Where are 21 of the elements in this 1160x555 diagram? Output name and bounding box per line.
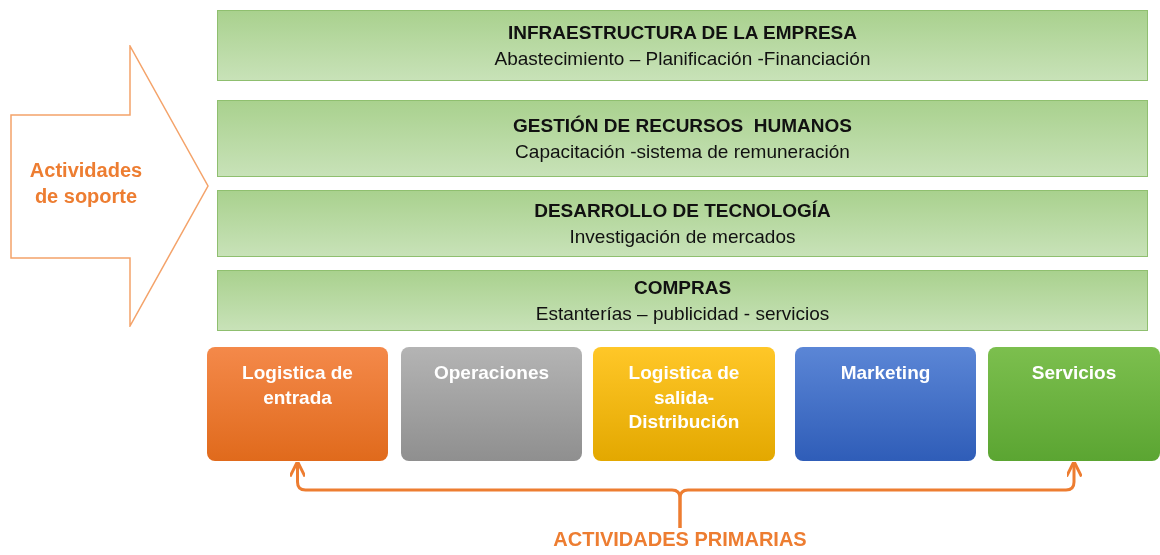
support-activity-band — [217, 100, 1148, 177]
arrow-label: Actividades de soporte — [28, 158, 144, 209]
band-description: Estanterías – publicidad - servicios — [535, 302, 830, 325]
band-heading: INFRAESTRUCTURA DE LA EMPRESA — [507, 21, 857, 44]
primary-activity-box: Servicios — [988, 347, 1160, 461]
band-heading: COMPRAS — [633, 276, 732, 299]
primary-activity-box: Marketing — [795, 347, 976, 461]
support-activity-band — [217, 270, 1148, 331]
primary-activity-box: Logistica de salida-Distribución — [593, 347, 775, 461]
bracket-arrow — [678, 460, 1083, 528]
primary-activity-box: Logistica de entrada — [207, 347, 388, 461]
support-activity-band — [217, 190, 1148, 257]
support-activity-band — [217, 10, 1148, 81]
band-heading: GESTIÓN DE RECURSOS HUMANOS — [513, 114, 852, 137]
band-description: Abastecimiento – Planificación -Financiación — [494, 47, 871, 70]
band-description: Capacitación -sistema de remuneración — [515, 140, 850, 163]
primary-activity-box: Operaciones — [401, 347, 582, 461]
primary-activities-label: ACTIVIDADES PRIMARIAS — [540, 528, 820, 554]
band-description: Investigación de mercados — [569, 225, 796, 248]
support-activities-arrow — [10, 45, 210, 327]
band-heading: DESARROLLO DE TECNOLOGÍA — [534, 199, 831, 222]
